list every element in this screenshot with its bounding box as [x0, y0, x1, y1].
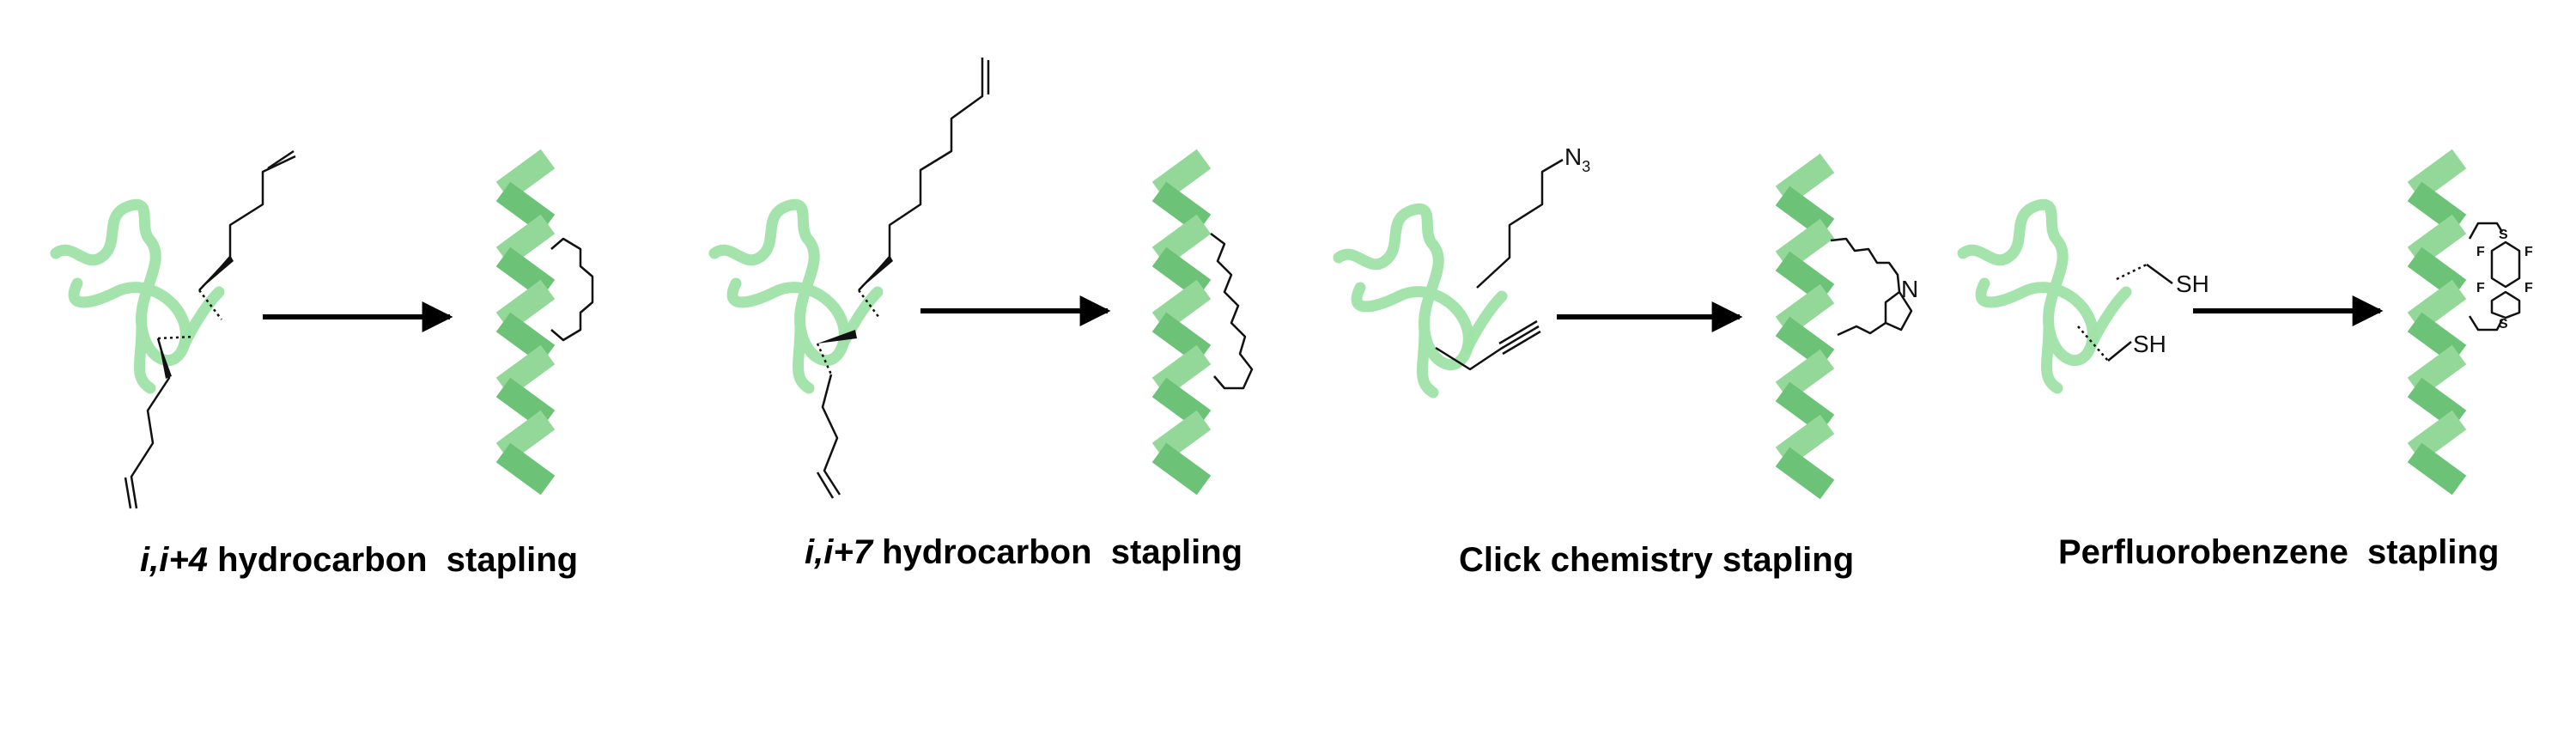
stapled-helix — [503, 159, 548, 485]
triazole-n: N — [1901, 276, 1918, 302]
fluorine-label: F — [2524, 245, 2533, 259]
azide-alkyne-side-chains: N3 — [1435, 143, 1590, 371]
panel-perfluorobenzene: SH SH S S F F F F Perfluorobenzene stapl… — [1963, 159, 2533, 571]
fluorine-label: F — [2476, 245, 2485, 259]
stapled-helix — [2415, 159, 2459, 485]
panel-label: Click chemistry stapling — [1459, 541, 1854, 579]
unfolded-peptide-coil — [714, 204, 878, 388]
unfolded-peptide-coil — [56, 204, 219, 388]
azide-label: N3 — [1564, 143, 1590, 175]
panel-label: Perfluorobenzene stapling — [2058, 533, 2499, 571]
hydrocarbon-staple — [550, 237, 594, 342]
olefin-side-chains — [816, 58, 990, 499]
sulfur-label: S — [2499, 228, 2508, 242]
panel-ii4-hydrocarbon: i,i+4 hydrocarbon stapling — [56, 149, 594, 579]
sulfur-label: S — [2499, 317, 2508, 332]
hydrocarbon-staple — [1210, 233, 1254, 390]
fluorine-label: F — [2524, 281, 2533, 295]
thiol-label: SH — [2133, 331, 2166, 357]
stapled-helix — [1783, 163, 1827, 490]
olefin-side-chains — [124, 149, 296, 509]
unfolded-peptide-coil — [1963, 204, 2126, 388]
panel-label: i,i+7 hydrocarbon stapling — [805, 533, 1242, 571]
thiol-label: SH — [2176, 271, 2209, 297]
cysteine-thiols: SH SH — [2077, 263, 2209, 362]
panel-ii7-hydrocarbon: i,i+7 hydrocarbon stapling — [714, 58, 1254, 571]
panel-click-chemistry: N3 N Click chemistry stapling — [1339, 143, 1918, 579]
fluorine-label: F — [2476, 281, 2485, 295]
perfluorobenzene-staple: S S F F F F — [2468, 222, 2533, 332]
panel-label: i,i+4 hydrocarbon stapling — [140, 541, 578, 579]
triazole-staple: N — [1830, 237, 1918, 337]
stapled-helix — [1159, 159, 1204, 485]
